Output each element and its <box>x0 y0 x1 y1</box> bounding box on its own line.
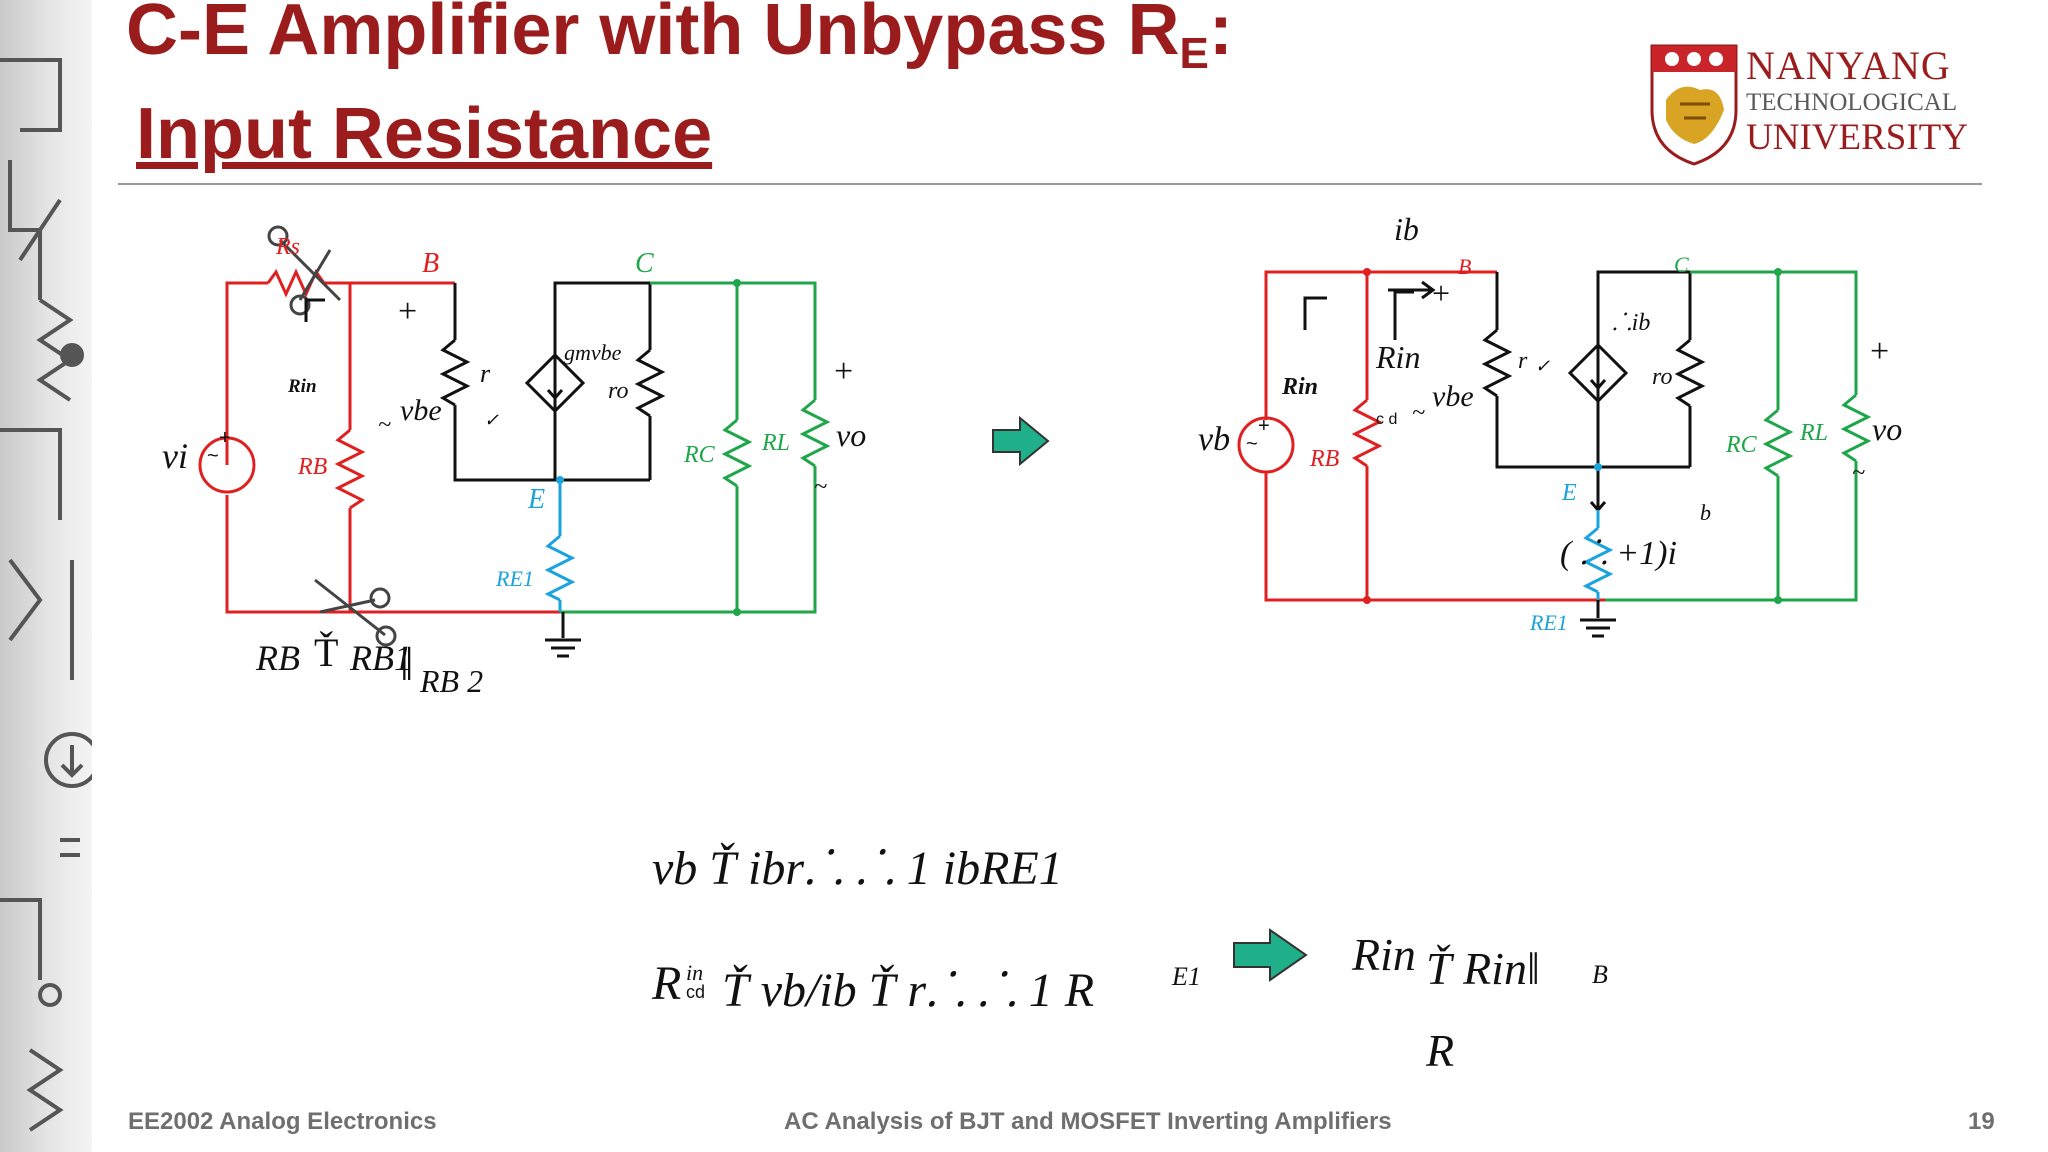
left-transistor-model <box>304 281 666 482</box>
right-node-b: B <box>1458 254 1471 279</box>
left-gm-vbe: gmvbe <box>564 340 622 365</box>
right-vbe-tilde: ~ <box>1412 400 1425 426</box>
title-divider <box>118 183 1982 185</box>
right-vo: vo <box>1872 411 1902 447</box>
slide-title: C-E Amplifier with Unbypass RE: <box>126 0 1233 78</box>
left-re1: RE1 <box>495 566 534 591</box>
right-circuit: + ~ <box>1198 211 1902 638</box>
footer-page-number: 19 <box>1968 1108 1995 1135</box>
right-rb: RB <box>1309 446 1340 472</box>
rb-formula-eq: Ť <box>314 630 338 675</box>
right-source-tilde: ~ <box>1246 433 1258 455</box>
right-rin-plus: + <box>1432 275 1450 311</box>
right-vb: vb <box>1198 421 1230 458</box>
right-ib: ib <box>1394 211 1419 247</box>
left-rs: Rs <box>275 234 300 260</box>
sidebar-circuit-art <box>0 58 92 1132</box>
left-node-e: E <box>527 484 545 515</box>
left-vo-plus: + <box>834 353 853 390</box>
equation-rin-final-lhs: Rin <box>1352 929 1416 980</box>
equation-arrow-icon <box>1233 928 1308 982</box>
left-ro: ro <box>608 378 628 404</box>
right-vo-tilde: ~ <box>1852 460 1865 486</box>
right-r-pi: r <box>1518 348 1528 374</box>
left-source-plus: + <box>219 427 231 449</box>
right-rin-big: Rin <box>1281 374 1318 400</box>
equation-rin-lhs: R <box>652 957 682 1010</box>
left-circuit: + ~ <box>162 225 866 699</box>
ntu-crest-logo <box>1650 44 1738 166</box>
right-arrow-icon <box>992 415 1050 467</box>
left-rl: RL <box>761 430 790 456</box>
right-vbe: vbe <box>1432 380 1474 413</box>
right-node-e: E <box>1561 480 1577 506</box>
right-ib-sub: b <box>1700 500 1711 525</box>
footer-course: EE2002 Analog Electronics <box>128 1108 437 1135</box>
rb-formula-lhs: RB <box>255 638 300 678</box>
right-ground-icon <box>1580 600 1616 638</box>
equation-rin-final-r: R <box>1426 1025 1455 1076</box>
equation-vb: vb Ť ibr⸫ ⸫ 1 ibRE1 <box>652 842 1063 895</box>
right-ie-label: ( ⸫ +1)i <box>1560 535 1677 572</box>
left-rc: RC <box>683 442 716 468</box>
equation-rin-sub: in <box>686 960 704 985</box>
left-r-pi: r <box>480 359 491 388</box>
left-vbe: vbe <box>400 394 442 427</box>
left-vbe-plus: + <box>398 293 417 330</box>
logo-line3: UNIVERSITY <box>1746 117 1968 158</box>
left-rin: Rin <box>287 376 317 397</box>
left-vo: vo <box>836 417 866 453</box>
left-vbe-tilde: ~ <box>378 412 391 438</box>
equation-rin-rest: Ť vb/ib Ť r⸫ ⸫ 1 R <box>722 964 1095 1017</box>
ntu-wordmark: NANYANG TECHNOLOGICAL UNIVERSITY <box>1746 43 1968 158</box>
left-input-loop <box>198 268 560 614</box>
equation-rin-final-rest: Ť Rin‖ <box>1426 943 1540 994</box>
right-rin: Rin <box>1375 339 1420 375</box>
rb-formula-parallel: ‖ <box>400 638 413 691</box>
left-node-c: C <box>635 248 654 279</box>
right-input-loop <box>1237 270 1605 602</box>
right-re1: RE1 <box>1529 610 1568 635</box>
right-rl: RL <box>1799 420 1828 446</box>
equation-rin-final-b: B <box>1592 960 1608 989</box>
left-node-b: B <box>422 248 439 279</box>
equation-rin-e1: E1 <box>1172 962 1201 991</box>
right-output-network <box>1605 270 1872 602</box>
right-node-c: C <box>1674 252 1689 277</box>
right-emitter-resistor <box>1582 510 1614 600</box>
decorative-sidebar <box>0 0 92 1152</box>
right-source-plus: + <box>1258 415 1270 437</box>
equation-rin-glyph: cd <box>686 982 706 1002</box>
right-cd-glyph: c d <box>1376 411 1397 428</box>
slide-subtitle: Input Resistance <box>136 94 713 174</box>
right-vo-plus: + <box>1870 333 1889 370</box>
left-rb: RB <box>297 454 328 480</box>
left-r-pi-glyph: ✓ <box>484 410 499 430</box>
left-output-network <box>560 281 831 614</box>
left-vi: vi <box>162 436 188 476</box>
left-vo-tilde: ~ <box>814 474 827 500</box>
scissors-icon <box>267 225 342 316</box>
left-emitter-resistor <box>544 480 576 612</box>
rb-formula-rb2: RB 2 <box>419 663 483 699</box>
right-transistor-model <box>1303 270 1706 513</box>
logo-line2: TECHNOLOGICAL <box>1746 89 1958 116</box>
right-rc: RC <box>1725 432 1758 458</box>
right-r-pi-glyph: ✓ <box>1535 356 1550 376</box>
left-source-tilde: ~ <box>207 445 219 467</box>
right-beta-ib: ⸫ib <box>1612 310 1650 336</box>
logo-line1: NANYANG <box>1746 43 1951 88</box>
footer-topic: AC Analysis of BJT and MOSFET Inverting … <box>784 1108 1392 1135</box>
left-ground-icon <box>545 612 581 658</box>
rb-formula-rb1: RB1 <box>349 638 412 678</box>
right-ro: ro <box>1652 364 1672 390</box>
scissors-icon <box>314 578 397 647</box>
